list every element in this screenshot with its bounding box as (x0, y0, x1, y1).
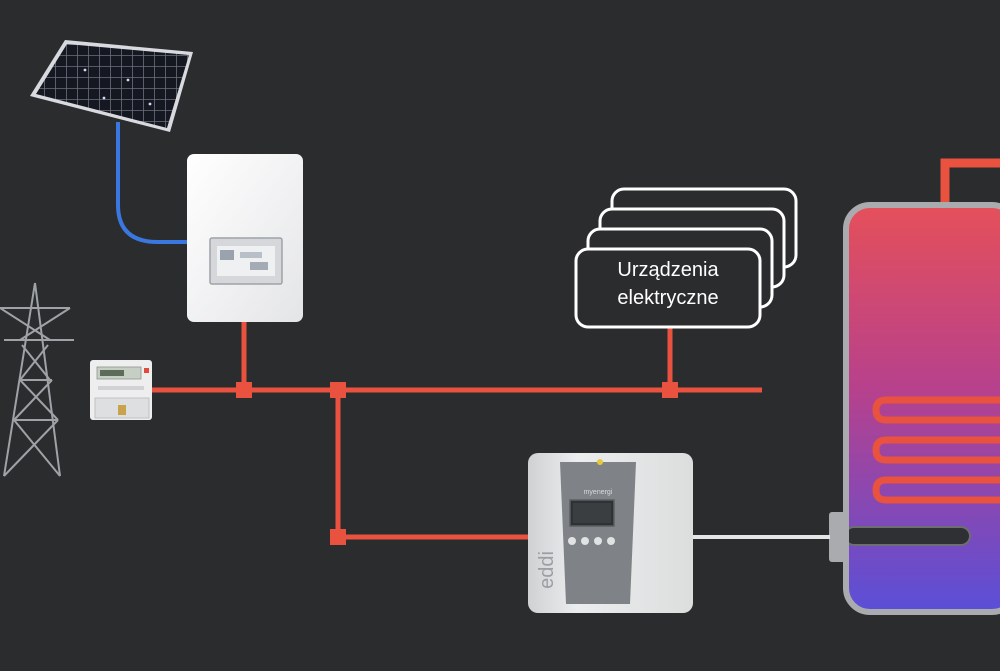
appliances-label-line1: Urządzenia (617, 259, 719, 281)
junction-node (662, 382, 678, 398)
appliances-stack (574, 187, 798, 329)
heat-exchanger-coil (872, 396, 1000, 504)
appliances-label: Urządzenia elektryczne (578, 256, 758, 312)
heater-cap (829, 512, 849, 562)
power-network (152, 322, 762, 540)
junction-node (330, 382, 346, 398)
appliance-card-front (574, 247, 762, 329)
solar-panel-icon (30, 40, 193, 132)
solar-cable (116, 122, 190, 244)
appliances-label-line2: elektryczne (617, 287, 719, 309)
eddi-maker-text: myenergi (584, 489, 613, 496)
junction-node (330, 529, 346, 545)
hot-water-tank-icon (829, 202, 1000, 615)
eddi-diverter-icon: myenergi eddi (528, 453, 693, 613)
electricity-meter-icon (90, 360, 152, 420)
inverter-icon (187, 154, 303, 322)
eddi-brand-text: eddi (536, 551, 558, 589)
junction-node (236, 382, 252, 398)
immersion-heater (844, 526, 971, 546)
power-pylon-icon (0, 282, 74, 477)
